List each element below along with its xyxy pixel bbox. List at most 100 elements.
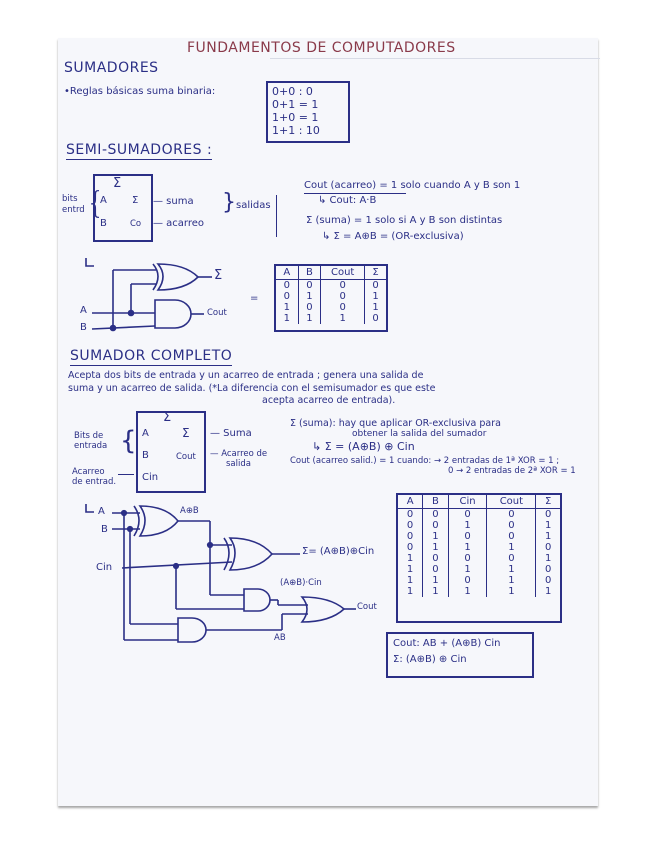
th: Cout [486, 495, 536, 509]
full-carry-output: Cout [357, 602, 377, 612]
and1-output-label: (A⊕B)·Cin [280, 578, 322, 588]
cell: 1 [406, 564, 414, 575]
completo-desc-line3: acepta acarreo de entrada). [262, 395, 396, 406]
cell: 0 [447, 531, 487, 542]
cell: 0 [486, 531, 536, 542]
cell: 1 [486, 542, 536, 553]
cin-label-line: de entrad. [72, 477, 117, 487]
cell: 0 [406, 542, 414, 553]
cin-connector [118, 474, 134, 475]
binary-rule: 0+0 : 0 [272, 85, 313, 98]
cell: 1 [486, 586, 536, 597]
th: Σ [535, 495, 560, 509]
th: B [422, 495, 449, 509]
semi-carry-label: — acarreo [153, 218, 205, 229]
cin-label-line: Acarreo [72, 467, 105, 477]
formula-sum: Σ: (A⊕B) ⊕ Cin [393, 654, 467, 665]
cell: 0 [283, 291, 290, 302]
notebook-page [58, 38, 598, 806]
xor1-output-label: A⊕B [180, 506, 199, 516]
full-block-in-cin: Cin [142, 472, 159, 483]
cell: 0 [486, 553, 536, 564]
section-heading-sumadores: SUMADORES [64, 60, 159, 76]
cell: 0 [535, 575, 560, 586]
semi-block-in-a: A [100, 195, 107, 206]
equals-sign: = [250, 293, 259, 304]
cell: 1 [535, 586, 560, 597]
full-note-sum: Σ (suma): hay que aplicar OR-exclusiva p… [290, 418, 501, 429]
semi-note-sum: Σ (suma) = 1 solo si A y B son distintas [306, 215, 503, 226]
semi-sum-label: — suma [153, 196, 194, 207]
cell: 1 [422, 542, 449, 553]
full-block-in-b: B [142, 450, 149, 461]
cell: 0 [447, 508, 487, 520]
full-block-out-carry: Cout [176, 452, 196, 462]
completo-desc-line2: suma y un acarreo de salida. (*La difere… [68, 383, 436, 394]
semi-outputs-brace: } [222, 190, 236, 215]
completo-desc-line1: Acepta dos bits de entrada y un acarreo … [68, 370, 424, 381]
semi-inputs-label: bits entrd [62, 194, 85, 215]
cell: 0 [486, 508, 536, 520]
full-block-out-sum: Σ [182, 426, 190, 440]
semi-circuit-out-sum: Σ [214, 268, 223, 283]
cell: 1 [535, 553, 560, 564]
full-note-cout: Cout (acarreo salid.) = 1 cuando: → 2 en… [290, 456, 560, 466]
cell: 0 [422, 508, 449, 520]
carry-label-line: — Acarreo de [210, 449, 268, 459]
binary-rule: 1+0 = 1 [272, 111, 319, 124]
cell: 0 [447, 575, 487, 586]
full-note-sum-formula: ↳ Σ = (A⊕B) ⊕ Cin [312, 440, 415, 453]
semi-inputs-brace: { [86, 186, 106, 221]
cell: 0 [364, 279, 386, 291]
cell: 0 [320, 279, 365, 291]
full-circuit-in-a: A [98, 506, 105, 517]
cell: 0 [320, 302, 365, 313]
full-block-symbol: Σ [163, 410, 172, 425]
completo-inputs-label: Bits de entrada [74, 431, 107, 451]
cell: 1 [535, 520, 560, 531]
title-rule [270, 58, 600, 59]
binary-rule: 0+1 = 1 [272, 98, 319, 111]
cell: 1 [422, 531, 449, 542]
cell: 1 [283, 302, 290, 313]
semi-circuit-in-a: A [80, 305, 87, 316]
th: B [297, 266, 321, 280]
cell: 1 [422, 575, 449, 586]
binary-rule: 1+1 : 10 [272, 124, 320, 137]
full-block-in-a: A [142, 428, 149, 439]
semi-block-out-carry: Co [130, 219, 142, 229]
cell: 1 [406, 553, 414, 564]
cell: 1 [535, 531, 560, 542]
cell: 0 [364, 313, 386, 324]
inputs-label-line: Bits de [74, 431, 104, 441]
cell: 1 [447, 586, 487, 597]
cell: 1 [406, 586, 414, 597]
cell: 0 [422, 520, 449, 531]
full-adder-formula-box: Cout: AB + (A⊕B) Cin Σ: (A⊕B) ⊕ Cin [386, 632, 534, 678]
semi-note-underline [304, 193, 406, 194]
semi-note-cout-formula: ↳ Cout: A·B [318, 195, 377, 206]
full-adder-block [136, 411, 206, 493]
cell: 0 [406, 520, 414, 531]
full-sum-output: Σ= (A⊕B)⊕Cin [302, 546, 375, 557]
cell: 0 [486, 520, 536, 531]
semi-divider [276, 195, 277, 237]
full-circuit-in-b: B [101, 524, 108, 535]
cell: 0 [283, 280, 290, 291]
semi-note-cout: Cout (acarreo) = 1 solo cuando A y B son… [304, 180, 521, 191]
section-heading-sumador-completo: SUMADOR COMPLETO [70, 348, 233, 366]
cell: 0 [535, 508, 560, 520]
semi-block-out-sum: Σ [132, 195, 139, 206]
full-circuit-in-cin: Cin [96, 562, 113, 573]
binary-rules-box: 0+0 : 0 0+1 = 1 1+0 = 1 1+1 : 10 [266, 81, 350, 143]
